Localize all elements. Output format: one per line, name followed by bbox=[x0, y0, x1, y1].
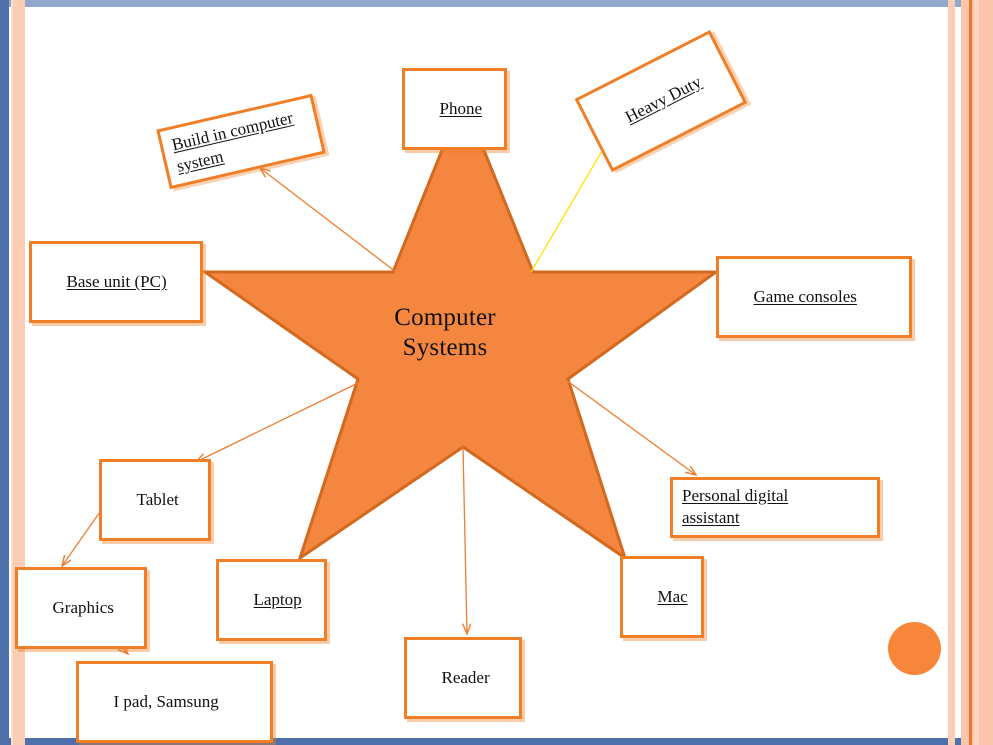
node-phone-label: Phone bbox=[439, 98, 483, 118]
node-game-consoles-label: Game consoles bbox=[753, 286, 857, 306]
node-base-unit-label: Base unit (PC) bbox=[66, 271, 167, 291]
frame-top-band bbox=[0, 0, 993, 7]
node-laptop[interactable]: Laptop bbox=[216, 559, 327, 642]
node-personal-digital-assistant[interactable]: Personal digital assistant bbox=[670, 477, 880, 538]
connector-star-to-pda bbox=[565, 379, 696, 475]
frame-left-peach-bar bbox=[13, 0, 25, 745]
frame-left-peach-thin bbox=[11, 0, 13, 745]
node-ipad-samsung[interactable]: I pad, Samsung bbox=[76, 661, 273, 744]
frame-bottom-band bbox=[0, 738, 993, 745]
frame-right-peach-strip bbox=[948, 0, 955, 745]
node-graphics-label: Graphics bbox=[52, 597, 114, 617]
node-heavy-duty-label: Heavy Duty bbox=[621, 71, 705, 127]
decorative-orange-circle bbox=[888, 622, 941, 675]
node-mac[interactable]: Mac bbox=[620, 556, 704, 639]
node-pda-label-line-2: assistant bbox=[682, 507, 740, 527]
connector-star-to-tablet bbox=[196, 381, 361, 462]
node-tablet-label: Tablet bbox=[136, 489, 179, 509]
node-game-consoles[interactable]: Game consoles bbox=[716, 256, 912, 339]
frame-left-blue-bar bbox=[0, 0, 9, 745]
node-pda-label-line-1: Personal digital bbox=[682, 486, 789, 505]
node-reader-label: Reader bbox=[441, 667, 490, 687]
node-reader[interactable]: Reader bbox=[404, 637, 522, 720]
node-tablet[interactable]: Tablet bbox=[99, 459, 211, 542]
frame-right-orange-line bbox=[969, 0, 972, 745]
node-graphics[interactable]: Graphics bbox=[15, 567, 147, 650]
center-label-line-2: Systems bbox=[402, 333, 488, 361]
node-phone[interactable]: Phone bbox=[402, 68, 507, 151]
center-label-line-1: Computer bbox=[394, 304, 496, 331]
connector-star-to-reader bbox=[463, 446, 467, 634]
node-mac-label: Mac bbox=[657, 586, 688, 606]
node-base-unit-pc[interactable]: Base unit (PC) bbox=[29, 241, 203, 324]
frame-right-light-stripe bbox=[974, 0, 979, 745]
node-laptop-label: Laptop bbox=[253, 589, 302, 609]
node-ipad-samsung-label: I pad, Samsung bbox=[113, 691, 219, 711]
connector-star-to-build-in bbox=[260, 168, 397, 273]
center-star-label: Computer Systems bbox=[330, 303, 560, 362]
